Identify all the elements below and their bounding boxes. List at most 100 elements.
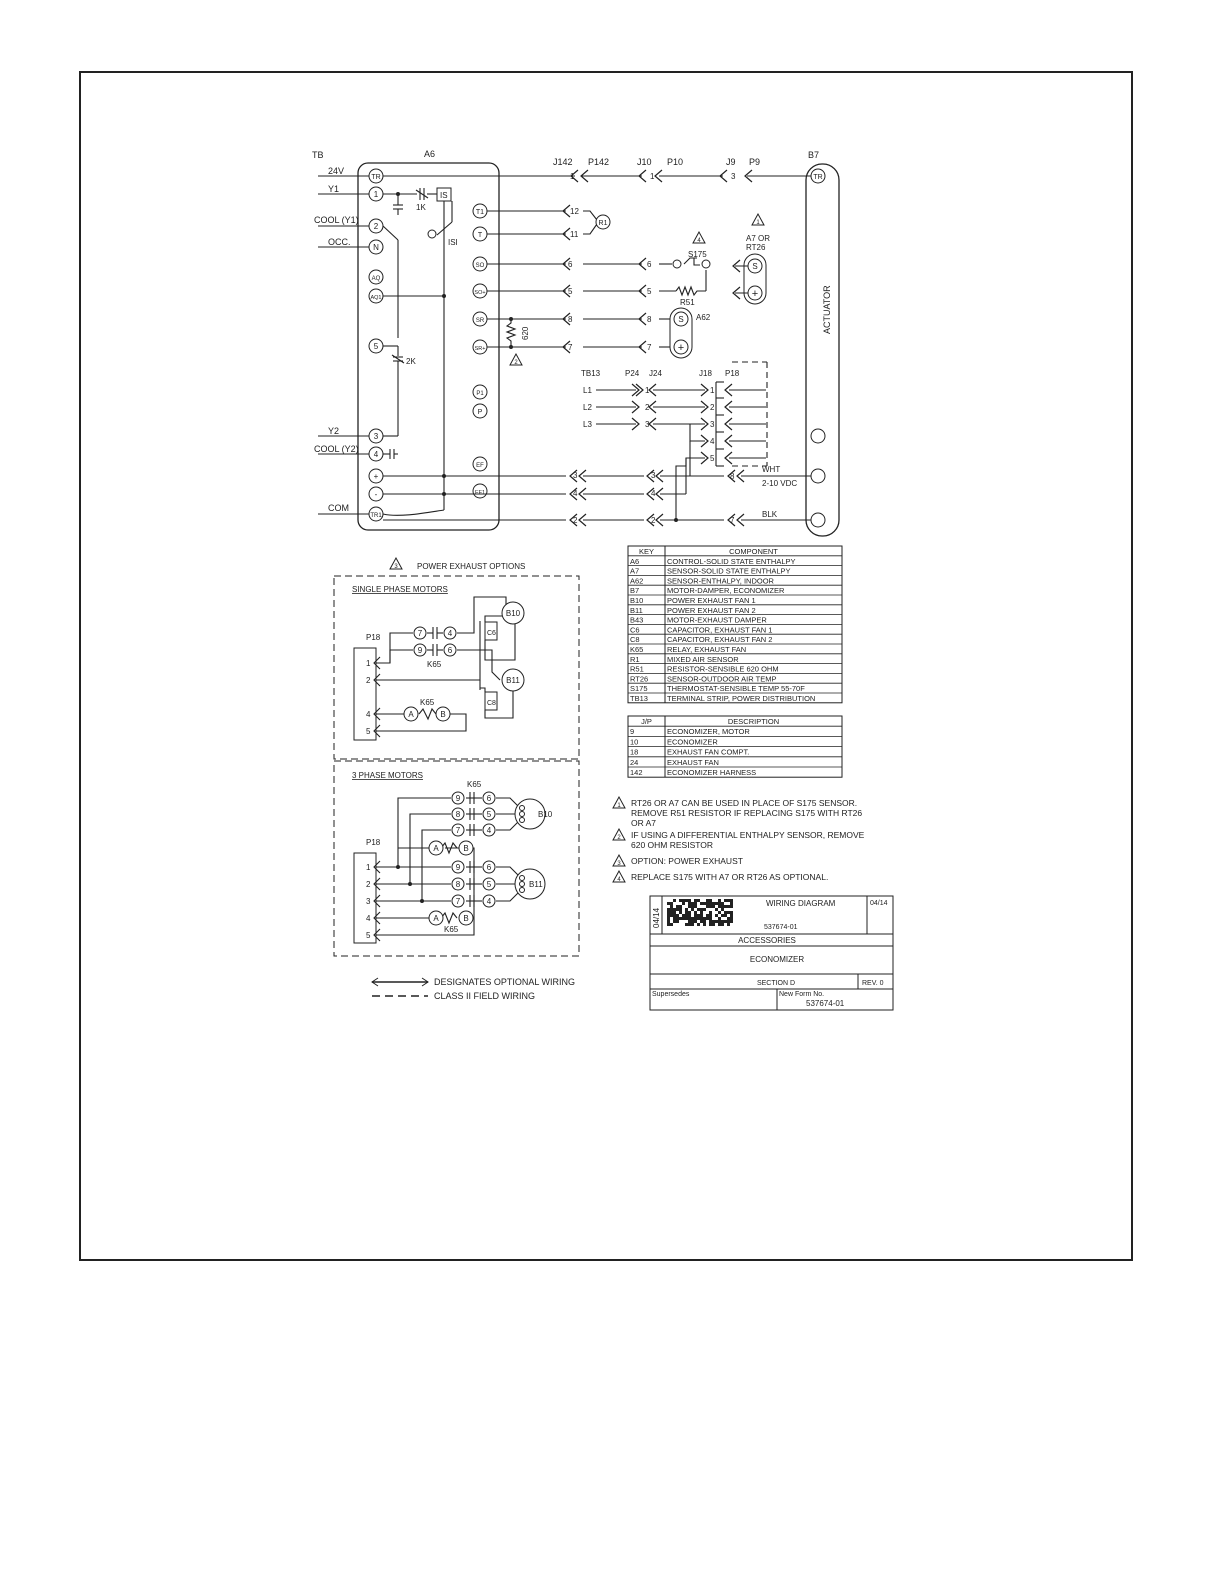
svg-text:K65: K65 [420,698,435,707]
tb-label-cool-y1: COOL (Y1) [314,215,359,225]
svg-text:1: 1 [710,386,715,395]
svg-text:K65: K65 [444,925,459,934]
svg-text:8: 8 [456,810,461,819]
table-cell: A7 [630,567,639,576]
svg-text:TR: TR [371,174,380,181]
svg-text:5: 5 [487,880,492,889]
svg-text:7: 7 [456,897,461,906]
table-cell: CAPACITOR, EXHAUST FAN 2 [667,635,772,644]
tb-label-cool-y2: COOL (Y2) [314,444,359,454]
table-cell: POWER EXHAUST FAN 2 [667,606,756,615]
svg-text:2: 2 [366,676,371,685]
svg-text:S: S [678,315,683,324]
svg-text:1: 1 [645,386,650,395]
svg-text:T1: T1 [476,209,484,216]
svg-text:P: P [478,409,483,416]
svg-text:4: 4 [366,710,371,719]
table-cell: SENSOR-OUTDOOR AIR TEMP [667,674,776,683]
svg-text:4: 4 [487,897,492,906]
warning-number: 1 [617,803,621,809]
a6-left-terminals: TR 1 2 N AQ AQ1 5 3 4 + - TR1 [368,168,384,522]
svg-text:B10: B10 [506,609,521,618]
note-text: OR A7 [631,818,656,828]
svg-text:5: 5 [366,727,371,736]
table-cell: S175 [630,684,648,693]
svg-text:B: B [440,710,445,719]
isolator-label: IS [440,191,448,200]
svg-text:9: 9 [418,646,423,655]
table-cell: R51 [630,665,644,674]
svg-text:AQ: AQ [372,276,381,282]
warning-triangle-icon [612,795,626,809]
r1-label: R1 [599,220,608,227]
s175-label: S175 [688,250,707,259]
table-cell: THERMOSTAT-SENSIBLE TEMP 55-70F [667,684,805,693]
tb13-label: TB13 [581,369,601,378]
b11-fan-motor [501,668,525,692]
svg-text:2: 2 [651,516,656,525]
svg-text:SO+: SO+ [474,290,485,296]
table-cell: K65 [630,645,643,654]
connector-j9-label: J9 [726,157,736,167]
legend-class2-text: CLASS II FIELD WIRING [434,991,535,1001]
svg-text:4: 4 [651,489,656,498]
r1-mixed-air-sensor [595,214,611,230]
table-cell: C6 [630,625,640,634]
three-phase-label: 3 PHASE MOTORS [352,771,423,780]
pin-label: 8 [568,315,573,324]
junction-dot [674,518,678,522]
connector-j10-label: J10 [637,157,652,167]
actuator-terminal-wht [810,468,826,484]
title-block-date: 04/14 [870,900,888,907]
tb-label: TB [312,150,324,160]
p24-label: P24 [625,369,640,378]
svg-text:2: 2 [366,880,371,889]
svg-text:1: 1 [366,659,371,668]
table-cell: B43 [630,616,643,625]
pin-label: 6 [568,260,573,269]
svg-text:SR+: SR+ [475,346,486,352]
title-block-number: 537674-01 [764,924,798,931]
warning-number: 2 [617,835,621,841]
svg-text:C8: C8 [487,700,496,707]
table-cell: SENSOR-SOLID STATE ENTHALPY [667,567,791,576]
svg-text:3: 3 [645,420,650,429]
junction-dot [396,192,400,196]
warning-triangle-icon [612,827,626,841]
note-text: REMOVE R51 RESISTOR IF REPLACING S175 WI… [631,808,862,818]
tb-label-occ: OCC. [328,237,351,247]
junction-dot [420,899,424,903]
l2-label: L2 [583,403,592,412]
svg-text:1: 1 [374,190,379,199]
svg-text:3: 3 [573,471,578,480]
table-cell: B7 [630,586,639,595]
svg-text:A: A [408,710,414,719]
svg-text:2: 2 [645,403,650,412]
table-cell: MOTOR-EXHAUST DAMPER [667,616,767,625]
junction-dot [509,317,513,321]
svg-text:P18: P18 [366,633,381,642]
svg-text:SR: SR [476,318,485,324]
p18-block-single [353,647,377,741]
junction-dot [408,882,412,886]
svg-text:4: 4 [366,914,371,923]
svg-text:N: N [373,243,379,252]
svg-text:9: 9 [456,863,461,872]
jp-table-header: J/P [641,717,652,726]
legend-optional-text: DESIGNATES OPTIONAL WIRING [434,977,575,987]
pin-label: 6 [647,260,652,269]
b7-label: B7 [808,150,819,160]
connector-j142-label: J142 [553,157,573,167]
tb-label-y2: Y2 [328,426,339,436]
svg-text:K65: K65 [427,660,442,669]
b10-fan-motor [501,601,525,625]
tb-label-com: COM [328,503,349,513]
svg-text:B: B [463,914,468,923]
svg-text:AQ1: AQ1 [370,295,381,301]
a6-label: A6 [424,149,435,159]
svg-text:8: 8 [730,472,735,481]
table-cell: ECONOMIZER [667,737,718,746]
warning-triangle-icon [509,352,523,366]
table-cell: SENSOR-ENTHALPY, INDOOR [667,576,775,585]
